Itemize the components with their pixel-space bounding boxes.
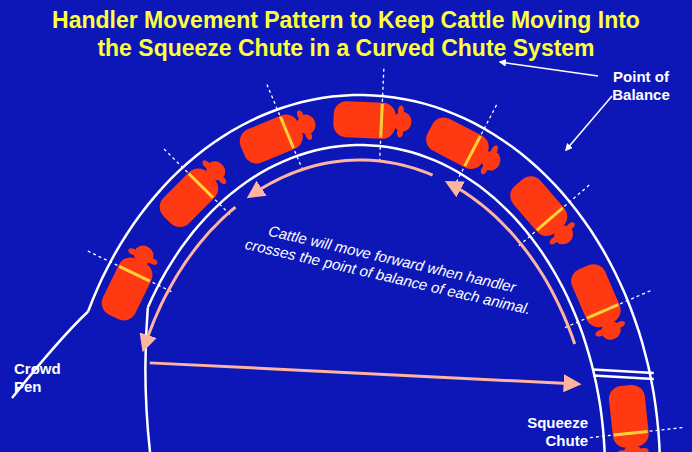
chute-wall xyxy=(12,95,660,452)
gate-line xyxy=(593,370,654,373)
cow xyxy=(410,83,524,204)
cow-body xyxy=(236,110,307,167)
cattle xyxy=(67,67,686,452)
gate-line xyxy=(593,376,654,379)
cow-ear xyxy=(304,130,313,142)
cow-ear xyxy=(565,221,576,232)
cow xyxy=(223,73,332,192)
inner-wall xyxy=(148,145,605,452)
leader-line xyxy=(566,96,612,150)
chute-label: Squeeze Chute xyxy=(508,414,588,450)
cow-body xyxy=(608,384,650,450)
handler-arrow xyxy=(144,207,236,349)
cow-ear xyxy=(490,144,500,156)
title: Handler Movement Pattern to Keep Cattle … xyxy=(46,6,646,62)
cow-ear xyxy=(296,109,305,121)
cow-ear xyxy=(594,328,606,337)
handler-path xyxy=(144,160,578,384)
shoulder-mark xyxy=(381,104,383,138)
cow-ear xyxy=(548,235,559,246)
cow-ear xyxy=(617,450,628,452)
shoulder-mark xyxy=(280,117,293,148)
shoulder-mark xyxy=(189,174,213,198)
cow-ear xyxy=(147,257,159,267)
pen-wall xyxy=(12,312,88,399)
cow xyxy=(582,380,686,452)
pen-label: Crowd Pen xyxy=(14,360,74,396)
shoulder-mark xyxy=(614,431,648,435)
balance-label: Point of Balance xyxy=(600,68,682,104)
note-text: Cattle will move forward when handler cr… xyxy=(240,217,540,320)
leader-line xyxy=(500,62,598,76)
cow-ear xyxy=(479,164,489,176)
cow-body xyxy=(567,260,625,331)
cow xyxy=(67,224,187,336)
shoulder-mark xyxy=(465,136,481,166)
cow xyxy=(543,247,662,357)
cow-body xyxy=(333,101,397,140)
cow-ear xyxy=(127,247,139,257)
cow-ear xyxy=(614,320,626,329)
handler-arrow xyxy=(448,183,575,344)
cow-ear xyxy=(216,174,227,185)
shoulder-mark xyxy=(119,266,150,281)
shoulder-mark xyxy=(537,208,563,230)
cow xyxy=(332,67,414,166)
outer-wall xyxy=(88,95,660,452)
cow-ear xyxy=(398,105,404,115)
cow-ear xyxy=(201,159,212,170)
cow xyxy=(130,128,253,251)
cow-head xyxy=(550,222,577,249)
cow-ear xyxy=(397,127,403,137)
handler-arrow xyxy=(250,160,433,196)
cow-ear xyxy=(638,447,649,452)
shoulder-mark xyxy=(587,305,618,318)
cow-body xyxy=(97,253,156,324)
handler-arrow xyxy=(150,363,578,384)
cow xyxy=(485,149,609,271)
